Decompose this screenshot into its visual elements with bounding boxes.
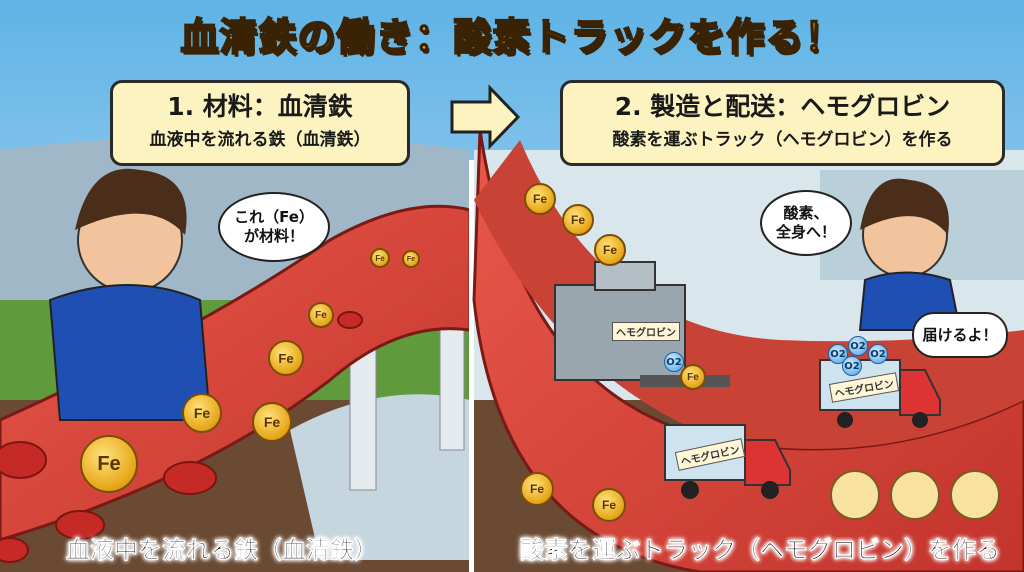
panel1-heading: 1. 材料：血清鉄: [167, 92, 353, 121]
panel2-heading: 2. 製造と配送：ヘモグロビン: [614, 92, 951, 121]
iron-coin: Fe: [680, 364, 706, 390]
panel1-heading-box: 1. 材料：血清鉄 血液中を流れる鉄（血清鉄）: [110, 80, 410, 166]
speech-bubble-oxygen: 酸素、 全身へ！: [760, 190, 852, 256]
oxygen-bubble: O2: [842, 356, 862, 376]
iron-coin: Fe: [182, 393, 222, 433]
iron-coin: Fe: [268, 340, 304, 376]
panel1-subheading: 血液中を流れる鉄（血清鉄）: [149, 130, 371, 150]
brain-icon: [950, 470, 1000, 520]
panel2-caption: 酸素を運ぶトラック（ヘモグロビン）を作る: [520, 536, 1001, 565]
iron-coin: Fe: [594, 234, 626, 266]
iron-coin: Fe: [370, 248, 390, 268]
iron-coin: Fe: [520, 472, 554, 506]
oxygen-bubble: O2: [848, 336, 868, 356]
panel2-subheading: 酸素を運ぶトラック（ヘモグロビン）を作る: [612, 130, 953, 150]
iron-coin: Fe: [252, 402, 292, 442]
oxygen-bubble: O2: [664, 352, 684, 372]
panel2-heading-box: 2. 製造と配送：ヘモグロビン 酸素を運ぶトラック（ヘモグロビン）を作る: [560, 80, 1005, 166]
arrow-right-icon: [450, 84, 521, 150]
speech-bubble-material: これ（Fe） が材料！: [218, 192, 330, 262]
child-character-left: [48, 168, 212, 421]
speech-bubble-deliver: 届けるよ！: [912, 312, 1008, 358]
muscle-icon: [890, 470, 940, 520]
iron-coin: Fe: [80, 435, 138, 493]
iron-coin: Fe: [562, 204, 594, 236]
panel-divider: [469, 160, 474, 572]
muscle-arm-icon: [830, 470, 880, 520]
iron-coin: Fe: [402, 250, 420, 268]
page-title: 血清鉄の働き：酸素トラックを作る！: [179, 14, 844, 60]
oxygen-bubble: O2: [868, 344, 888, 364]
machine-label: ヘモグロビン: [612, 322, 680, 341]
iron-coin: Fe: [308, 302, 334, 328]
plaza-floor: [290, 394, 470, 560]
iron-coin: Fe: [592, 488, 626, 522]
iron-coin: Fe: [524, 183, 556, 215]
panel1-caption: 血液中を流れる鉄（血清鉄）: [66, 536, 379, 565]
